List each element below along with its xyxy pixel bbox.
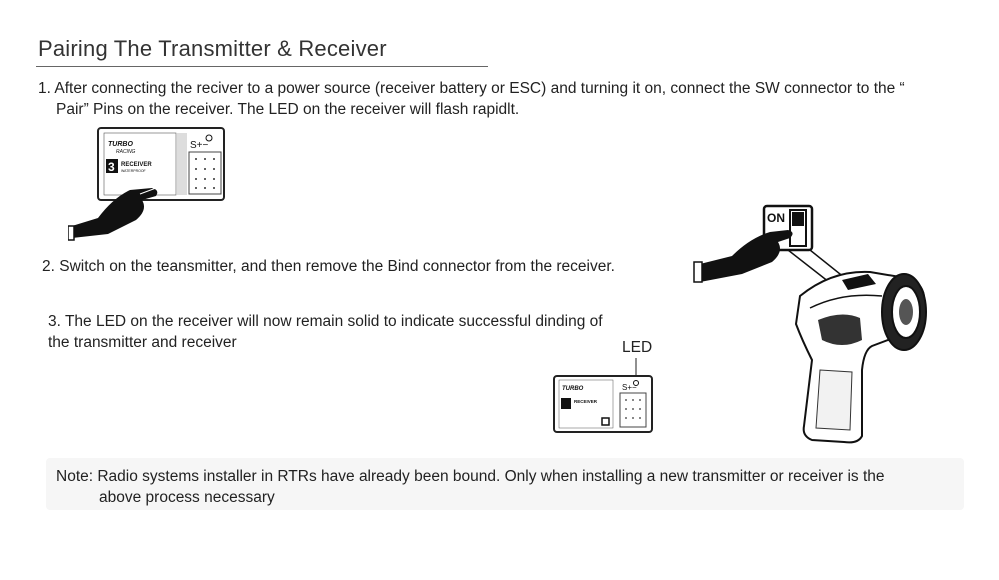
note-box: Note: Radio systems installer in RTRs ha…: [46, 458, 964, 510]
title-underline: [36, 66, 488, 67]
note-text: Note: Radio systems installer in RTRs ha…: [56, 466, 956, 508]
svg-text:WATERPROOF: WATERPROOF: [121, 169, 146, 173]
svg-text:RECEIVER: RECEIVER: [121, 162, 152, 168]
svg-text:TURBO: TURBO: [562, 386, 584, 392]
hand-pointing-icon: [68, 187, 158, 241]
svg-text:S+−: S+−: [622, 383, 637, 392]
svg-text:3: 3: [108, 160, 115, 174]
step-1: 1. After connecting the reciver to a pow…: [38, 78, 983, 120]
step-2: 2. Switch on the teansmitter, and then r…: [42, 258, 615, 275]
hand-pointing-icon-2: [693, 230, 793, 283]
svg-text:RACING: RACING: [116, 149, 136, 155]
brand-logo: TURBO: [108, 141, 133, 148]
svg-text:S+−: S+−: [190, 140, 209, 151]
led-label: LED: [622, 339, 653, 356]
transmitter-illustration: ON: [693, 204, 927, 444]
step-3: 3. The LED on the receiver will now rema…: [48, 311, 668, 353]
step-3-line-2: the transmitter and receiver: [48, 334, 237, 351]
note-line-1: Note: Radio systems installer in RTRs ha…: [56, 468, 885, 485]
step-1-line-1: 1. After connecting the reciver to a pow…: [38, 80, 905, 97]
svg-text:RECEIVER: RECEIVER: [574, 399, 598, 404]
page-title: Pairing The Transmitter & Receiver: [38, 36, 387, 61]
step-3-line-1: 3. The LED on the receiver will now rema…: [48, 313, 603, 330]
step-1-line-2: Pair” Pins on the receiver. The LED on t…: [56, 101, 520, 118]
receiver-led-illustration: TURBO RECEIVER S+−: [553, 358, 653, 433]
receiver-with-hand-illustration: TURBO RACING 3 RECEIVER WATERPROOF S+−: [68, 127, 225, 241]
note-line-2: above process necessary: [99, 489, 275, 506]
svg-text:ON: ON: [767, 211, 785, 225]
